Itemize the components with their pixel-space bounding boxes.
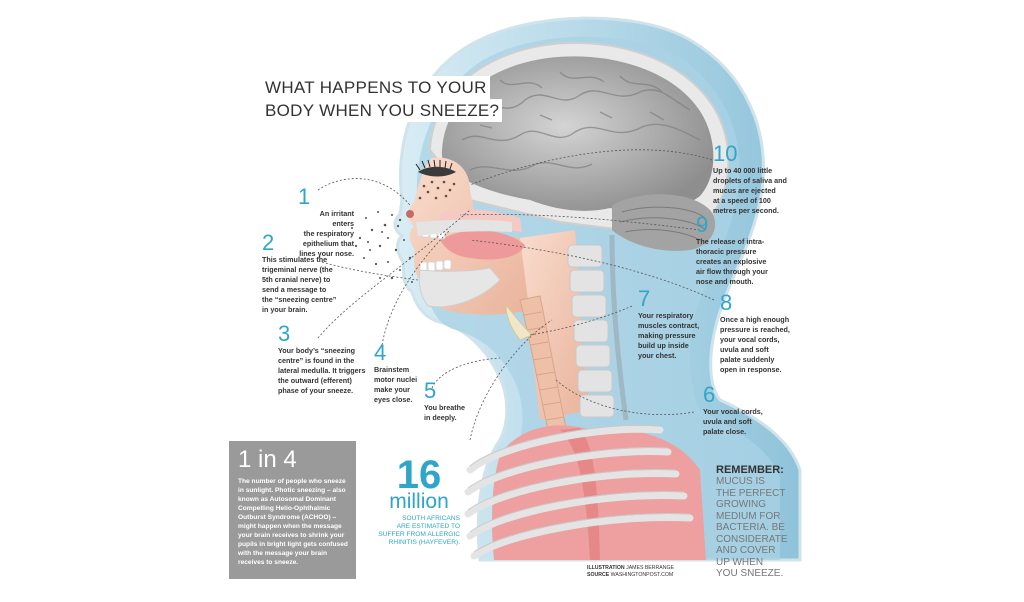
step-9: 9 The release of intra- thoracic pressur… xyxy=(696,214,786,287)
step-text: Your vocal cords, uvula and soft palate … xyxy=(703,407,763,436)
step-text: An irritant enters the respiratory epith… xyxy=(299,209,354,258)
step-text: Up to 40 000 little droplets of saliva a… xyxy=(713,166,787,215)
sneeze-droplets xyxy=(351,211,413,283)
step-text: This stimulates the trigeminal nerve (th… xyxy=(262,255,337,314)
step-number: 3 xyxy=(278,321,291,346)
step-number: 10 xyxy=(713,141,738,166)
step-number: 4 xyxy=(374,340,387,365)
remember-heading: REMEMBER: xyxy=(716,464,784,476)
step-number: 6 xyxy=(703,382,716,407)
title-line-2: BODY WHEN YOU SNEEZE? xyxy=(262,99,503,122)
ribcage xyxy=(464,425,694,560)
illustration-label: ILLUSTRATION xyxy=(587,565,625,571)
step-7: 7 Your respiratory muscles contract, mak… xyxy=(638,288,718,361)
stat-body: The number of people who sneeze in sunli… xyxy=(238,478,348,566)
eye xyxy=(418,166,456,177)
step-number: 8 xyxy=(720,290,733,315)
credits: ILLUSTRATION JAMES BERRANGE SOURCE WASHI… xyxy=(587,565,674,579)
leader-lines xyxy=(317,149,715,441)
jaw-bone xyxy=(418,267,501,308)
infographic-title: WHAT HAPPENS TO YOUR BODY WHEN YOU SNEEZ… xyxy=(262,76,503,122)
illustration-value: JAMES BERRANGE xyxy=(626,565,674,571)
stat-headline: 1 in 4 xyxy=(238,446,297,473)
step-text: Your respiratory muscles contract, makin… xyxy=(638,311,700,360)
step-4: 4 Brainstem motor nuclei make your eyes … xyxy=(374,342,434,405)
step-number: 5 xyxy=(424,378,437,403)
allergy-stat: 16 million xyxy=(378,453,460,513)
allergy-stat-number: 16 xyxy=(396,453,442,497)
step-number: 9 xyxy=(696,212,709,237)
step-text: The release of intra- thoracic pressure … xyxy=(696,237,768,286)
step-5: 5 You breathe in deeply. xyxy=(424,380,484,423)
source-value: WASHINGTONPOST.COM xyxy=(610,572,674,578)
photic-sneezing-stat-box: 1 in 4 The number of people who sneeze i… xyxy=(229,441,356,579)
step-10: 10 Up to 40 000 little droplets of saliv… xyxy=(713,143,808,216)
remember-body: MUCUS IS THE PERFECT GROWING MEDIUM FOR … xyxy=(716,476,788,579)
step-number: 2 xyxy=(262,230,275,255)
step-number: 7 xyxy=(638,286,651,311)
step-text: You breathe in deeply. xyxy=(424,403,466,422)
brain xyxy=(441,56,714,212)
title-line-1: WHAT HAPPENS TO YOUR xyxy=(262,76,490,99)
tongue xyxy=(440,230,525,260)
step-6: 6 Your vocal cords, uvula and soft palat… xyxy=(703,384,773,437)
step-2: 2 This stimulates the trigeminal nerve (… xyxy=(262,232,362,315)
step-number: 1 xyxy=(298,184,311,209)
step-8: 8 Once a high enough pressure is reached… xyxy=(720,292,805,375)
step-3: 3 Your body’s “sneezing centre” is found… xyxy=(278,323,378,396)
step-text: Brainstem motor nuclei make your eyes cl… xyxy=(374,365,418,404)
remember-note: REMEMBER: MUCUS IS THE PERFECT GROWING M… xyxy=(716,464,800,580)
allergy-stat-unit: million xyxy=(389,490,449,513)
cervical-spine xyxy=(567,244,615,418)
source-label: SOURCE xyxy=(587,572,610,578)
step-1: 1 An irritant enters the respiratory epi… xyxy=(298,186,354,259)
step-text: Your body’s “sneezing centre” is found i… xyxy=(278,346,366,395)
step-text: Once a high enough pressure is reached, … xyxy=(720,315,790,374)
allergy-stat-caption: SOUTH AFRICANS ARE ESTIMATED TO SUFFER F… xyxy=(378,515,460,546)
